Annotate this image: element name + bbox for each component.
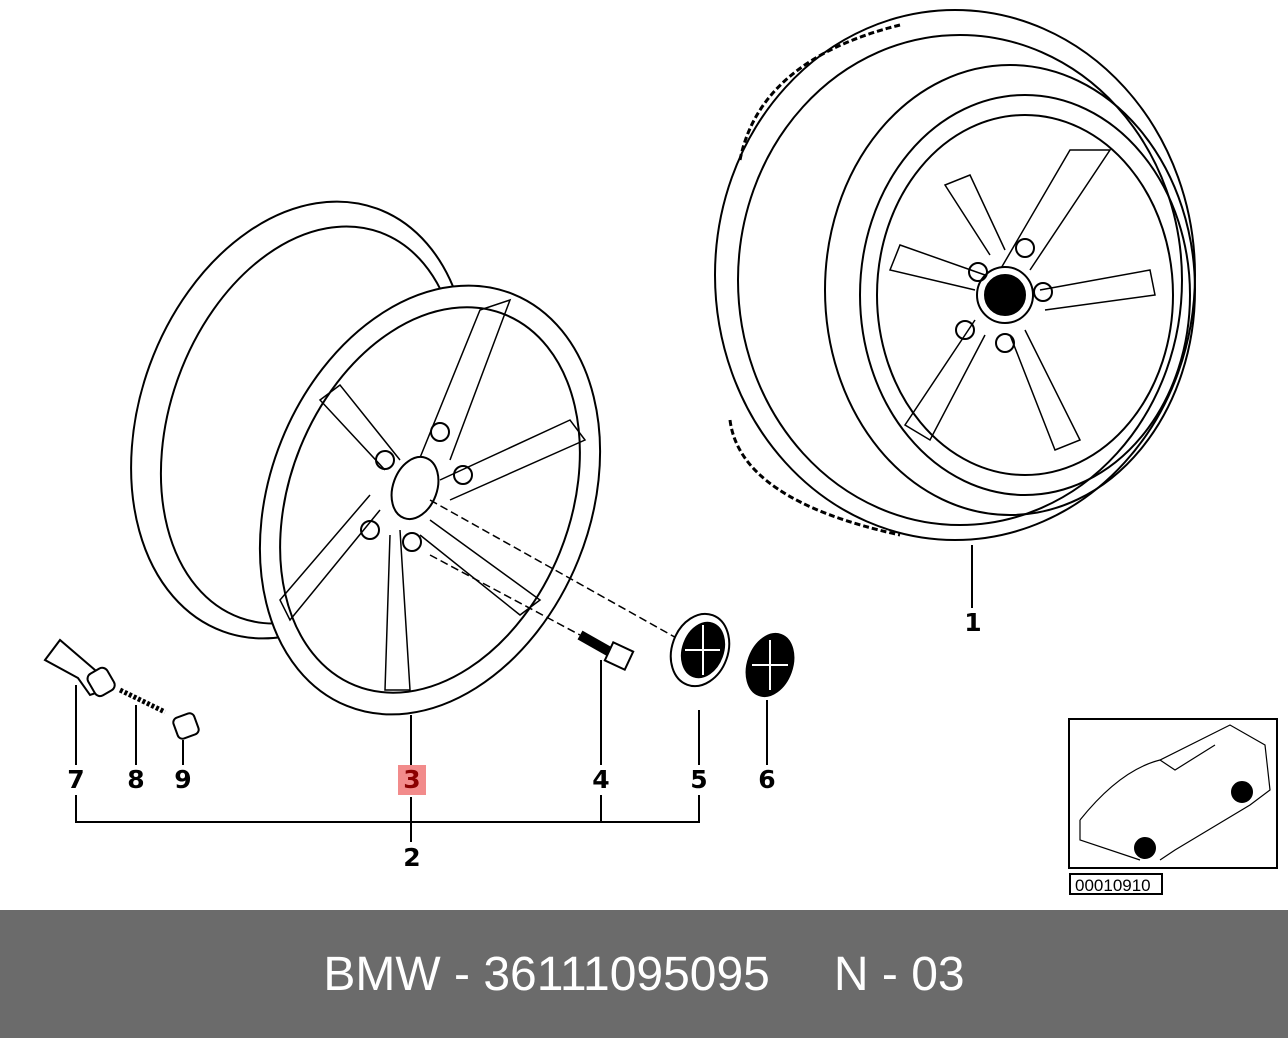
callout-1[interactable]: 1 — [964, 608, 982, 637]
complete-wheel-drawing — [714, 9, 1196, 541]
part-number: BMW - 36111095095 — [323, 947, 770, 1001]
callout-6[interactable]: 6 — [758, 765, 776, 794]
callout-2[interactable]: 2 — [403, 843, 421, 872]
emblem-drawing — [745, 633, 795, 697]
hub-cap-drawing — [669, 612, 731, 688]
callout-8[interactable]: 8 — [127, 765, 145, 794]
valve-core-drawing — [118, 687, 167, 715]
callout-3-highlighted[interactable]: 3 — [398, 765, 426, 795]
callout-9[interactable]: 9 — [174, 765, 192, 794]
wheel-parts-diagram — [43, 9, 1278, 869]
callout-5[interactable]: 5 — [690, 765, 708, 794]
car-location-inset — [1068, 718, 1278, 869]
alloy-rim-drawing — [130, 200, 681, 716]
valve-stem-drawing — [43, 638, 116, 698]
callout-7[interactable]: 7 — [67, 765, 85, 794]
valve-cap-drawing — [172, 712, 200, 740]
inset-diagram-code: 00010910 — [1069, 873, 1163, 895]
callout-4[interactable]: 4 — [592, 765, 610, 794]
leader-lines — [75, 545, 973, 842]
wheel-bolt-drawing — [577, 630, 635, 672]
footer-bar: BMW - 36111095095 N - 03 — [0, 910, 1288, 1038]
page-ref: N - 03 — [833, 947, 965, 1001]
